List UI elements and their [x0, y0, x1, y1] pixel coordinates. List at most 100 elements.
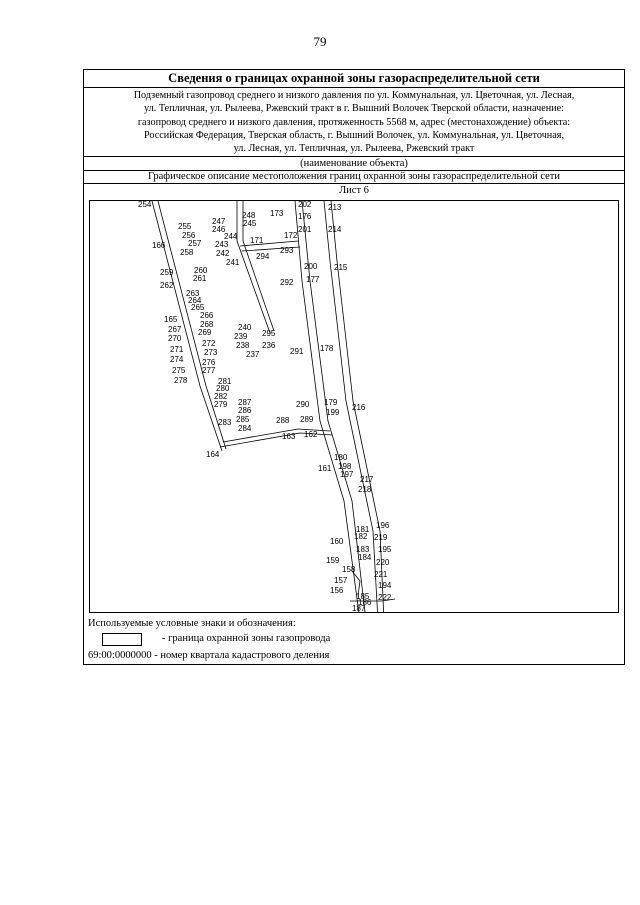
boundary-line [350, 598, 396, 602]
point-label: 259 [160, 268, 174, 277]
point-label: 246 [212, 225, 226, 234]
point-label: 263 [186, 289, 200, 298]
point-label: 222 [378, 593, 392, 602]
point-label: 265 [191, 303, 205, 312]
point-label: 255 [178, 222, 192, 231]
point-label: 276 [202, 358, 216, 367]
zone-boundary-lines [151, 201, 396, 612]
legend-row-cadastral: 69:00:0000000 - номер квартала кадастров… [88, 650, 329, 661]
point-label: 290 [296, 400, 310, 409]
point-label: 221 [374, 570, 388, 579]
point-label: 239 [234, 332, 248, 341]
point-label: 161 [318, 464, 332, 473]
point-label: 241 [226, 258, 240, 267]
point-label: 245 [243, 219, 257, 228]
point-label: 260 [194, 266, 208, 275]
point-label: 275 [172, 366, 186, 375]
map-svg: 2542552562571662582472462482452442432422… [138, 201, 396, 612]
point-label: 218 [358, 485, 372, 494]
boundary-line [219, 432, 333, 448]
point-label: 266 [200, 311, 214, 320]
point-label: 177 [306, 275, 320, 284]
point-label: 295 [262, 329, 276, 338]
boundary-line [301, 201, 366, 612]
boundary-line [241, 246, 301, 252]
point-label: 279 [214, 400, 228, 409]
point-label: 198 [338, 462, 352, 471]
point-label: 267 [168, 325, 182, 334]
point-label: 197 [340, 470, 354, 479]
point-label: 277 [202, 366, 216, 375]
boundary-line [222, 428, 331, 443]
boundary-line [157, 201, 227, 450]
point-label: 164 [206, 450, 220, 459]
point-label: 199 [326, 408, 340, 417]
boundary-line [151, 201, 223, 452]
point-label: 196 [376, 521, 390, 530]
sheet-label: Лист 6 [339, 185, 369, 196]
graphic-description-title: Графическое описание местоположения гран… [147, 171, 561, 182]
point-label: 269 [198, 328, 212, 337]
point-label: 202 [298, 201, 312, 209]
divider [84, 156, 624, 157]
point-label: 288 [276, 416, 290, 425]
point-label: 258 [180, 248, 194, 257]
point-label: 282 [214, 392, 228, 401]
point-label: 183 [356, 545, 370, 554]
point-label: 293 [280, 246, 294, 255]
point-label: 184 [358, 553, 372, 562]
point-label: 172 [284, 231, 298, 240]
point-label: 278 [174, 376, 188, 385]
point-label: 216 [352, 403, 366, 412]
document-frame: Сведения о границах охранной зоны газора… [83, 69, 625, 665]
object-name-caption: (наименование объекта) [300, 158, 408, 169]
point-label: 220 [376, 558, 390, 567]
point-label: 261 [193, 274, 207, 283]
point-label: 187 [352, 604, 366, 612]
legend-title: Используемые условные знаки и обозначени… [88, 618, 296, 629]
point-label: 287 [238, 398, 252, 407]
point-label: 285 [236, 415, 250, 424]
point-label: 179 [324, 398, 338, 407]
point-label: 213 [328, 203, 342, 212]
point-label: 158 [342, 565, 356, 574]
point-label: 280 [216, 384, 230, 393]
object-description: Подземный газопровод среднего и низкого … [133, 90, 575, 155]
point-label: 274 [170, 355, 184, 364]
point-label: 157 [334, 576, 348, 585]
point-label: 237 [246, 350, 260, 359]
point-label: 219 [374, 533, 388, 542]
point-label: 215 [334, 263, 348, 272]
point-label: 162 [304, 430, 318, 439]
point-label: 180 [334, 453, 348, 462]
point-label: 185 [356, 592, 370, 601]
zone-boundary-symbol [102, 633, 142, 646]
point-label: 194 [378, 581, 392, 590]
point-label: 242 [216, 249, 230, 258]
point-label: 178 [320, 344, 334, 353]
point-label: 200 [304, 262, 318, 271]
point-label: 283 [218, 418, 232, 427]
point-label: 217 [360, 475, 374, 484]
point-label: 291 [290, 347, 304, 356]
point-label: 254 [138, 201, 152, 209]
point-label: 214 [328, 225, 342, 234]
page-number: 79 [313, 34, 327, 49]
document-title: Сведения о границах охранной зоны газора… [84, 70, 624, 88]
point-label: 160 [330, 537, 344, 546]
divider [84, 183, 624, 184]
point-label: 244 [224, 232, 238, 241]
point-label: 243 [215, 240, 229, 249]
point-label: 165 [164, 315, 178, 324]
point-label: 262 [160, 281, 174, 290]
point-label: 272 [202, 339, 216, 348]
point-label: 236 [262, 341, 276, 350]
point-label: 181 [356, 525, 370, 534]
point-label: 201 [298, 225, 312, 234]
point-label: 292 [280, 278, 294, 287]
point-label: 247 [212, 217, 226, 226]
point-label: 268 [200, 320, 214, 329]
point-label: 195 [378, 545, 392, 554]
point-label: 284 [238, 424, 252, 433]
point-label: 156 [330, 586, 344, 595]
